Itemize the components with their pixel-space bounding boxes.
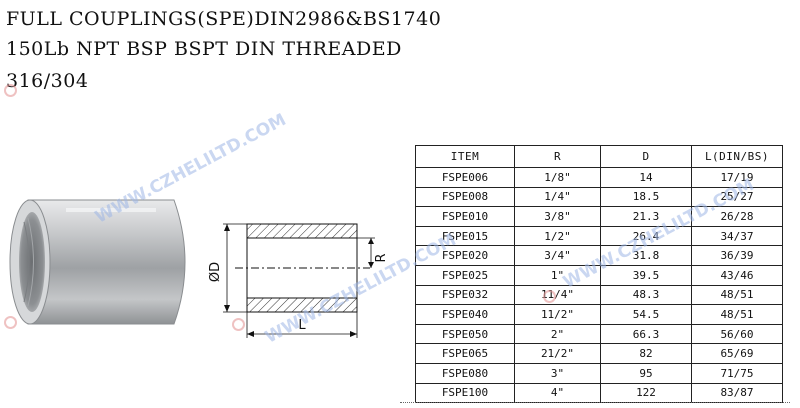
title-line-1: FULL COUPLINGS(SPE)DIN2986&BS1740 xyxy=(6,8,442,30)
table-row: FSPE010 3/8" 21.3 26/28 xyxy=(415,206,783,227)
cell-d: 14 xyxy=(600,167,692,188)
coupling-photo xyxy=(6,188,202,336)
cell-d: 95 xyxy=(600,362,692,384)
title-line-2: 150Lb NPT BSP BSPT DIN THREADED xyxy=(6,38,402,60)
table-row: FSPE040 11/2" 54.5 48/51 xyxy=(415,304,783,325)
cell-l: 83/87 xyxy=(691,382,783,404)
cell-item: FSPE050 xyxy=(415,323,515,345)
cell-l: 43/46 xyxy=(691,264,783,286)
table-row: FSPE008 1/4" 18.5 25/27 xyxy=(415,186,783,208)
cell-r: 1/2" xyxy=(514,225,601,247)
table-row: FSPE032 11/4" 48.3 48/51 xyxy=(415,284,783,306)
cell-r: 4" xyxy=(514,382,601,404)
cell-item: FSPE100 xyxy=(415,382,515,404)
dim-length-label: L xyxy=(298,318,306,333)
cell-l: 34/37 xyxy=(691,225,783,247)
dim-diameter-label: ØD xyxy=(208,262,223,282)
coupling-drawing: ØD R L xyxy=(208,223,389,338)
cell-r: 1/4" xyxy=(514,186,601,208)
col-header-r: R xyxy=(514,145,601,168)
table-header-row: ITEM R D L(DIN/BS) xyxy=(415,145,783,168)
cell-d: 66.3 xyxy=(600,323,692,345)
cell-r: 1/8" xyxy=(514,167,601,188)
cell-item: FSPE006 xyxy=(415,167,515,188)
table-row: FSPE080 3" 95 71/75 xyxy=(415,362,783,384)
cell-item: FSPE020 xyxy=(415,245,515,266)
watermark-seal-icon xyxy=(4,316,17,329)
table-row: FSPE020 3/4" 31.8 36/39 xyxy=(415,245,783,266)
watermark-seal-icon xyxy=(232,318,245,331)
cell-l: 65/69 xyxy=(691,343,783,364)
col-header-d: D xyxy=(600,145,692,168)
cell-l: 56/60 xyxy=(691,323,783,345)
cell-l: 48/51 xyxy=(691,284,783,306)
cell-d: 82 xyxy=(600,343,692,364)
title-line-3: 316/304 xyxy=(6,70,89,92)
col-header-item: ITEM xyxy=(415,145,515,168)
cell-item: FSPE025 xyxy=(415,264,515,286)
table-row: FSPE065 21/2" 82 65/69 xyxy=(415,343,783,364)
table-row: FSPE015 1/2" 26.4 34/37 xyxy=(415,225,783,247)
cell-d: 18.5 xyxy=(600,186,692,208)
cell-l: 71/75 xyxy=(691,362,783,384)
table-row: FSPE050 2" 66.3 56/60 xyxy=(415,323,783,345)
dim-radius-label: R xyxy=(374,253,389,262)
cell-item: FSPE008 xyxy=(415,186,515,208)
watermark-seal-icon xyxy=(4,84,17,97)
table-row: FSPE006 1/8" 14 17/19 xyxy=(415,167,783,188)
cell-r: 11/2" xyxy=(514,304,601,325)
cell-d: 48.3 xyxy=(600,284,692,306)
spec-table: ITEM R D L(DIN/BS) FSPE006 1/8" 14 17/19… xyxy=(415,145,783,404)
cell-l: 26/28 xyxy=(691,206,783,227)
cell-r: 3/8" xyxy=(514,206,601,227)
cell-r: 21/2" xyxy=(514,343,601,364)
cell-item: FSPE080 xyxy=(415,362,515,384)
cell-l: 25/27 xyxy=(691,186,783,208)
cell-l: 36/39 xyxy=(691,245,783,266)
cell-r: 2" xyxy=(514,323,601,345)
cell-d: 54.5 xyxy=(600,304,692,325)
cell-item: FSPE010 xyxy=(415,206,515,227)
cell-d: 122 xyxy=(600,382,692,404)
cell-d: 39.5 xyxy=(600,264,692,286)
cell-r: 11/4" xyxy=(514,284,601,306)
page-cutoff-edge xyxy=(400,402,790,408)
table-row: FSPE025 1" 39.5 43/46 xyxy=(415,264,783,286)
table-row: FSPE100 4" 122 83/87 xyxy=(415,382,783,404)
cell-item: FSPE032 xyxy=(415,284,515,306)
cell-item: FSPE040 xyxy=(415,304,515,325)
watermark-seal-icon xyxy=(543,290,556,303)
col-header-l: L(DIN/BS) xyxy=(691,145,783,168)
cell-item: FSPE065 xyxy=(415,343,515,364)
cell-l: 48/51 xyxy=(691,304,783,325)
cell-d: 26.4 xyxy=(600,225,692,247)
cell-r: 3" xyxy=(514,362,601,384)
